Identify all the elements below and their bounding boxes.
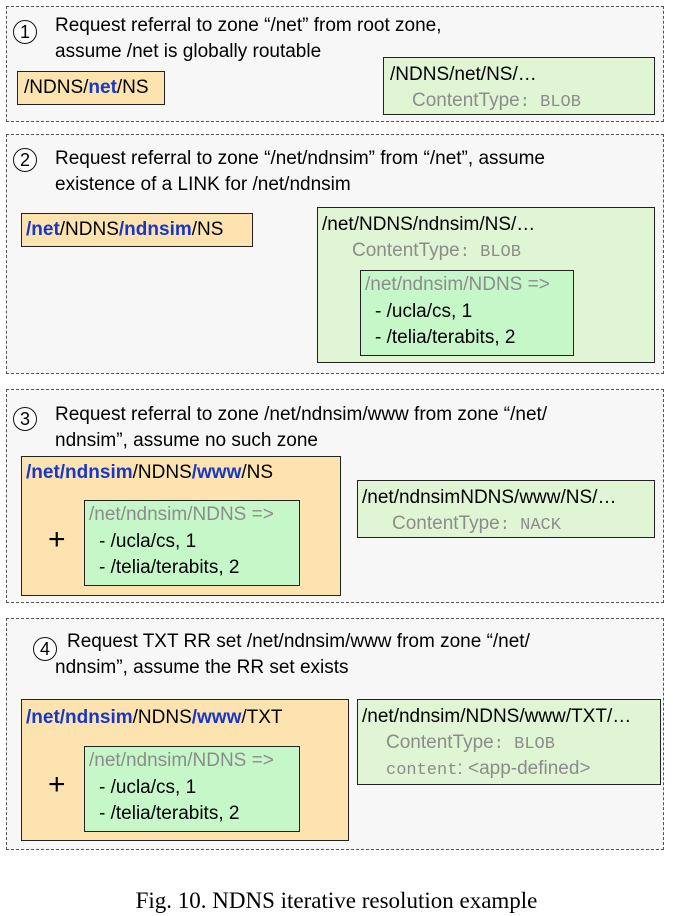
step-1-panel: 1 Request referral to zone “/net” from r… — [6, 6, 664, 122]
data-name: /net/NDNS/ndnsim/NS/… — [322, 214, 536, 235]
interest-name-box: /net/NDNS/ndnsim/NS — [21, 213, 253, 247]
interest-name-box: /net/ndnsim/NDNS/www/TXT + /net/ndnsim/N… — [21, 699, 349, 841]
step-number: 4 — [33, 637, 57, 661]
step-number: 2 — [13, 148, 37, 172]
step-3-panel: 3 Request referral to zone /net/ndnsim/w… — [6, 389, 664, 603]
link-header: /net/ndnsim/NDNS => — [365, 274, 550, 295]
content-field: content: <app-defined> — [386, 758, 591, 780]
step-description-line: Request referral to zone /net/ndnsim/www… — [55, 404, 548, 425]
content-type: ContentType: BLOB — [352, 240, 521, 262]
step-2-panel: 2 Request referral to zone “/net/ndnsim”… — [6, 134, 664, 374]
link-delegation-item: - /telia/terabits, 2 — [99, 557, 240, 578]
link-delegation-item: - /ucla/cs, 1 — [375, 301, 473, 322]
link-object-box: /net/ndnsim/NDNS => - /ucla/cs, 1 - /tel… — [360, 270, 574, 356]
step-number: 3 — [13, 407, 37, 431]
link-object-box: /net/ndnsim/NDNS => - /ucla/cs, 1 - /tel… — [84, 746, 300, 832]
data-packet-box: /net/ndnsim/NDNS/www/TXT/… ContentType: … — [357, 699, 661, 785]
data-name: /net/ndnsimNDNS/www/NS/… — [362, 487, 617, 508]
content-type: ContentType: BLOB — [386, 732, 555, 754]
interest-name: /net/NDNS/ndnsim/NS — [26, 219, 224, 240]
link-delegation-item: - /telia/terabits, 2 — [99, 803, 240, 824]
link-delegation-item: - /telia/terabits, 2 — [375, 327, 516, 348]
interest-name: /net/ndnsim/NDNS/www/NS — [26, 462, 274, 483]
step-description-line: existence of a LINK for /net/ndnsim — [55, 174, 351, 195]
interest-name: /NDNS/net/NS — [24, 77, 149, 98]
step-description-line: assume /net is globally routable — [55, 41, 322, 62]
step-4-panel: 4 Request TXT RR set /net/ndnsim/www fro… — [6, 618, 664, 850]
content-type: ContentType: BLOB — [412, 90, 581, 112]
interest-name-box: /NDNS/net/NS — [17, 71, 165, 105]
content-type: ContentType: NACK — [392, 513, 561, 535]
data-name: /NDNS/net/NS/… — [390, 64, 537, 85]
figure-caption: Fig. 10. NDNS iterative resolution examp… — [135, 888, 538, 913]
step-description-line: ndnsim”, assume the RR set exists — [55, 657, 349, 678]
link-delegation-item: - /ucla/cs, 1 — [99, 531, 197, 552]
data-name: /net/ndnsim/NDNS/www/TXT/… — [362, 706, 632, 727]
interest-name-box: /net/ndnsim/NDNS/www/NS + /net/ndnsim/ND… — [21, 456, 341, 596]
data-packet-box: /net/ndnsimNDNS/www/NS/… ContentType: NA… — [357, 480, 655, 538]
plus-sign: + — [48, 523, 66, 556]
link-object-box: /net/ndnsim/NDNS => - /ucla/cs, 1 - /tel… — [84, 500, 300, 586]
link-header: /net/ndnsim/NDNS => — [89, 750, 274, 771]
step-description-line: Request referral to zone “/net/ndnsim” f… — [55, 148, 545, 169]
link-delegation-item: - /ucla/cs, 1 — [99, 777, 197, 798]
step-description-line: Request TXT RR set /net/ndnsim/www from … — [67, 631, 530, 652]
step-description-line: Request referral to zone “/net” from roo… — [55, 15, 442, 36]
interest-name: /net/ndnsim/NDNS/www/TXT — [26, 707, 283, 728]
data-packet-box: /NDNS/net/NS/… ContentType: BLOB — [383, 57, 655, 115]
step-number: 1 — [13, 20, 37, 44]
step-description-line: ndnsim”, assume no such zone — [55, 430, 318, 451]
data-packet-box: /net/NDNS/ndnsim/NS/… ContentType: BLOB … — [317, 207, 655, 363]
link-header: /net/ndnsim/NDNS => — [89, 504, 274, 525]
plus-sign: + — [48, 768, 66, 801]
